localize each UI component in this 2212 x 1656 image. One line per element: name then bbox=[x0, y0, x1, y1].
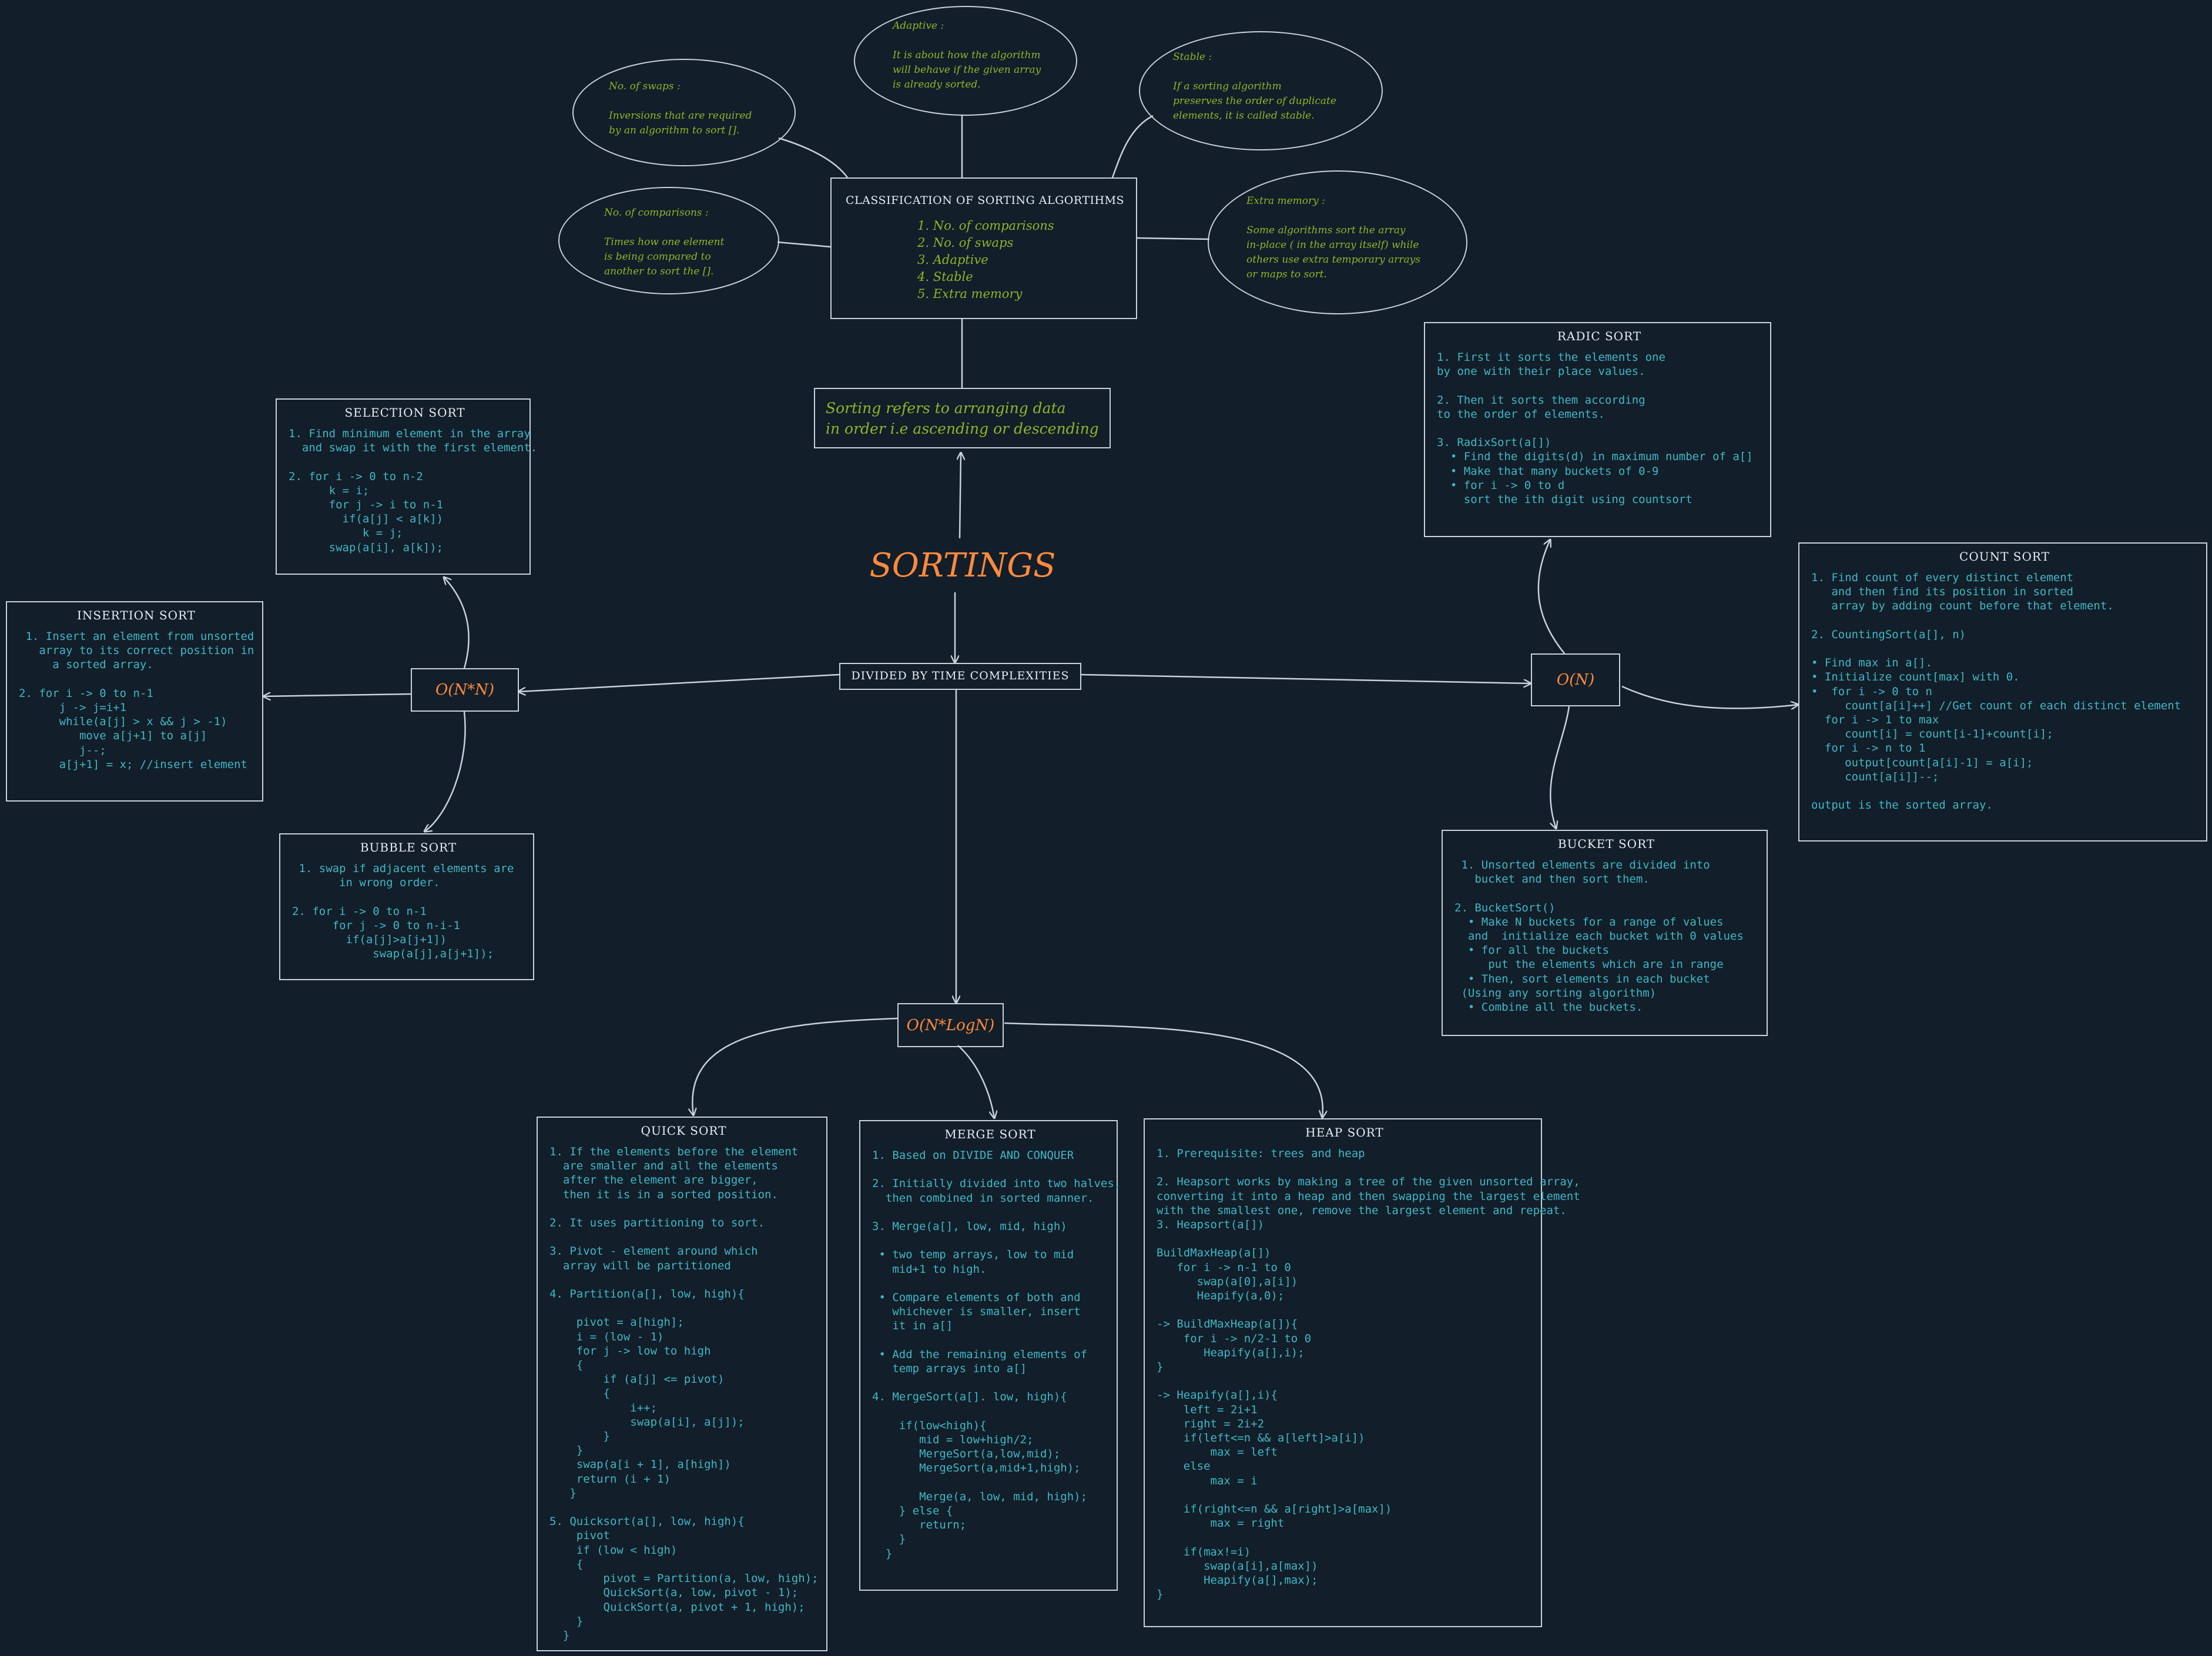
connector-memory bbox=[1137, 237, 1210, 240]
note-swaps-text: No. of swaps : Inversions that are requi… bbox=[609, 81, 752, 136]
note-comparisons-text: No. of comparisons : Times how one eleme… bbox=[604, 207, 725, 277]
note-adaptive: Adaptive : It is about how the algorithm… bbox=[854, 6, 1077, 116]
connector-n-count bbox=[1621, 685, 1798, 708]
bubble-sort-card: BUBBLE SORT 1. swap if adjacent elements… bbox=[279, 833, 534, 980]
note-memory: Extra memory : Some algorithms sort the … bbox=[1208, 170, 1467, 314]
connector-swaps bbox=[778, 137, 849, 178]
quick-sort-card: QUICK SORT 1. If the elements before the… bbox=[537, 1117, 827, 1651]
insertion-sort-body: 1. Insert an element from unsorted array… bbox=[19, 630, 254, 771]
complexity-n-squared: O(N*N) bbox=[411, 668, 519, 712]
selection-sort-body: 1. Find minimum element in the array and… bbox=[289, 427, 538, 554]
definition-box: Sorting refers to arranging data in orde… bbox=[814, 388, 1111, 448]
insertion-sort-card: INSERTION SORT 1. Insert an element from… bbox=[6, 601, 263, 802]
connector-divided-n2 bbox=[518, 673, 840, 692]
connector-n2-bubble bbox=[424, 711, 466, 832]
main-title: SORTINGS bbox=[869, 547, 1056, 585]
connector-n-bucket bbox=[1549, 706, 1570, 829]
merge-sort-card: MERGE SORT 1. Based on DIVIDE AND CONQUE… bbox=[859, 1120, 1121, 1591]
note-stable: Stable : If a sorting algorithm preserve… bbox=[1139, 31, 1383, 150]
connector-nlogn-heap bbox=[1004, 1022, 1323, 1118]
radic-sort-card: RADIC SORT 1. First it sorts the element… bbox=[1424, 322, 1771, 537]
bucket-sort-title: BUCKET SORT bbox=[1557, 837, 1655, 851]
note-memory-text: Extra memory : Some algorithms sort the … bbox=[1246, 195, 1420, 280]
connector-comparisons bbox=[777, 241, 831, 248]
insertion-sort-title: INSERTION SORT bbox=[76, 608, 196, 622]
radic-sort-title: RADIC SORT bbox=[1557, 329, 1642, 343]
divided-label: DIVIDED BY TIME COMPLEXITIES bbox=[851, 669, 1070, 682]
bucket-sort-body: 1. Unsorted elements are divided into bu… bbox=[1454, 859, 1744, 1014]
connector-divided-n bbox=[1081, 673, 1531, 683]
bubble-sort-body: 1. swap if adjacent elements are in wron… bbox=[292, 862, 514, 961]
connector-title-definition bbox=[960, 452, 961, 539]
connector-nlogn-quick bbox=[692, 1017, 898, 1115]
radic-sort-body: 1. First it sorts the elements one by on… bbox=[1437, 351, 1753, 507]
definition-text: Sorting refers to arranging data in orde… bbox=[826, 400, 1099, 437]
complexity-n-log-n: O(N*LogN) bbox=[897, 1003, 1004, 1047]
note-swaps: No. of swaps : Inversions that are requi… bbox=[572, 59, 796, 166]
count-sort-body: 1. Find count of every distinct element … bbox=[1811, 571, 2181, 812]
count-sort-card: COUNT SORT 1. Find count of every distin… bbox=[1798, 542, 2207, 842]
heap-sort-body: 1. Prerequisite: trees and heap 2. Heaps… bbox=[1157, 1147, 1580, 1601]
heap-sort-card: HEAP SORT 1. Prerequisite: trees and hea… bbox=[1144, 1118, 1580, 1627]
bubble-sort-title: BUBBLE SORT bbox=[360, 840, 457, 854]
quick-sort-body: 1. If the elements before the element ar… bbox=[549, 1145, 819, 1642]
classification-list: 1. No. of comparisons 2. No. of swaps 3.… bbox=[917, 219, 1054, 301]
connector-nlogn-merge bbox=[957, 1045, 994, 1118]
classification-box: CLASSIFICATION OF SORTING ALGORTIHMS 1. … bbox=[830, 177, 1137, 319]
divided-box: DIVIDED BY TIME COMPLEXITIES bbox=[839, 663, 1081, 690]
quick-sort-title: QUICK SORT bbox=[641, 1124, 727, 1138]
selection-sort-card: SELECTION SORT 1. Find minimum element i… bbox=[276, 398, 538, 575]
connector-n2-selection bbox=[444, 577, 470, 669]
selection-sort-title: SELECTION SORT bbox=[344, 405, 465, 420]
note-stable-text: Stable : If a sorting algorithm preserve… bbox=[1173, 51, 1336, 122]
heap-sort-title: HEAP SORT bbox=[1305, 1125, 1384, 1139]
bucket-sort-card: BUCKET SORT 1. Unsorted elements are div… bbox=[1442, 830, 1768, 1036]
connector-stable bbox=[1111, 115, 1154, 178]
complexity-n: O(N) bbox=[1531, 653, 1620, 706]
connector-n2-insertion bbox=[263, 694, 411, 696]
merge-sort-title: MERGE SORT bbox=[944, 1127, 1036, 1141]
note-adaptive-text: Adaptive : It is about how the algorithm… bbox=[893, 20, 1041, 90]
note-comparisons: No. of comparisons : Times how one eleme… bbox=[558, 187, 779, 294]
count-sort-title: COUNT SORT bbox=[1959, 549, 2050, 564]
merge-sort-body: 1. Based on DIVIDE AND CONQUER 2. Initia… bbox=[872, 1149, 1121, 1560]
classification-title: CLASSIFICATION OF SORTING ALGORTIHMS bbox=[846, 194, 1125, 207]
connector-n-radic bbox=[1537, 539, 1565, 654]
